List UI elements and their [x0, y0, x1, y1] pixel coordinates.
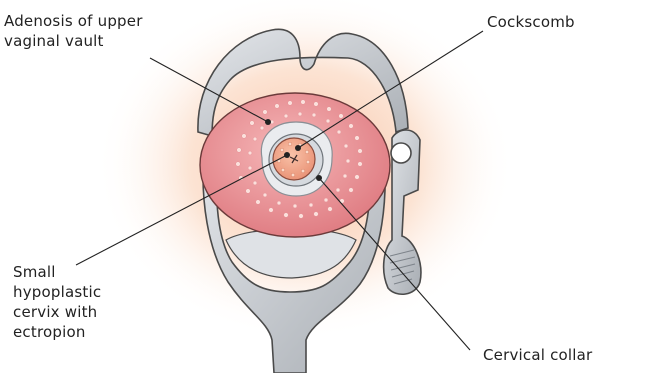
label-adenosis: Adenosis of upper vaginal vault: [4, 11, 143, 51]
label-small-cervix: Small hypoplastic cervix with ectropion: [13, 262, 101, 342]
label-cervical-collar: Cervical collar: [483, 345, 592, 365]
hinge-screw: [391, 143, 411, 163]
label-cockscomb: Cockscomb: [487, 12, 575, 32]
